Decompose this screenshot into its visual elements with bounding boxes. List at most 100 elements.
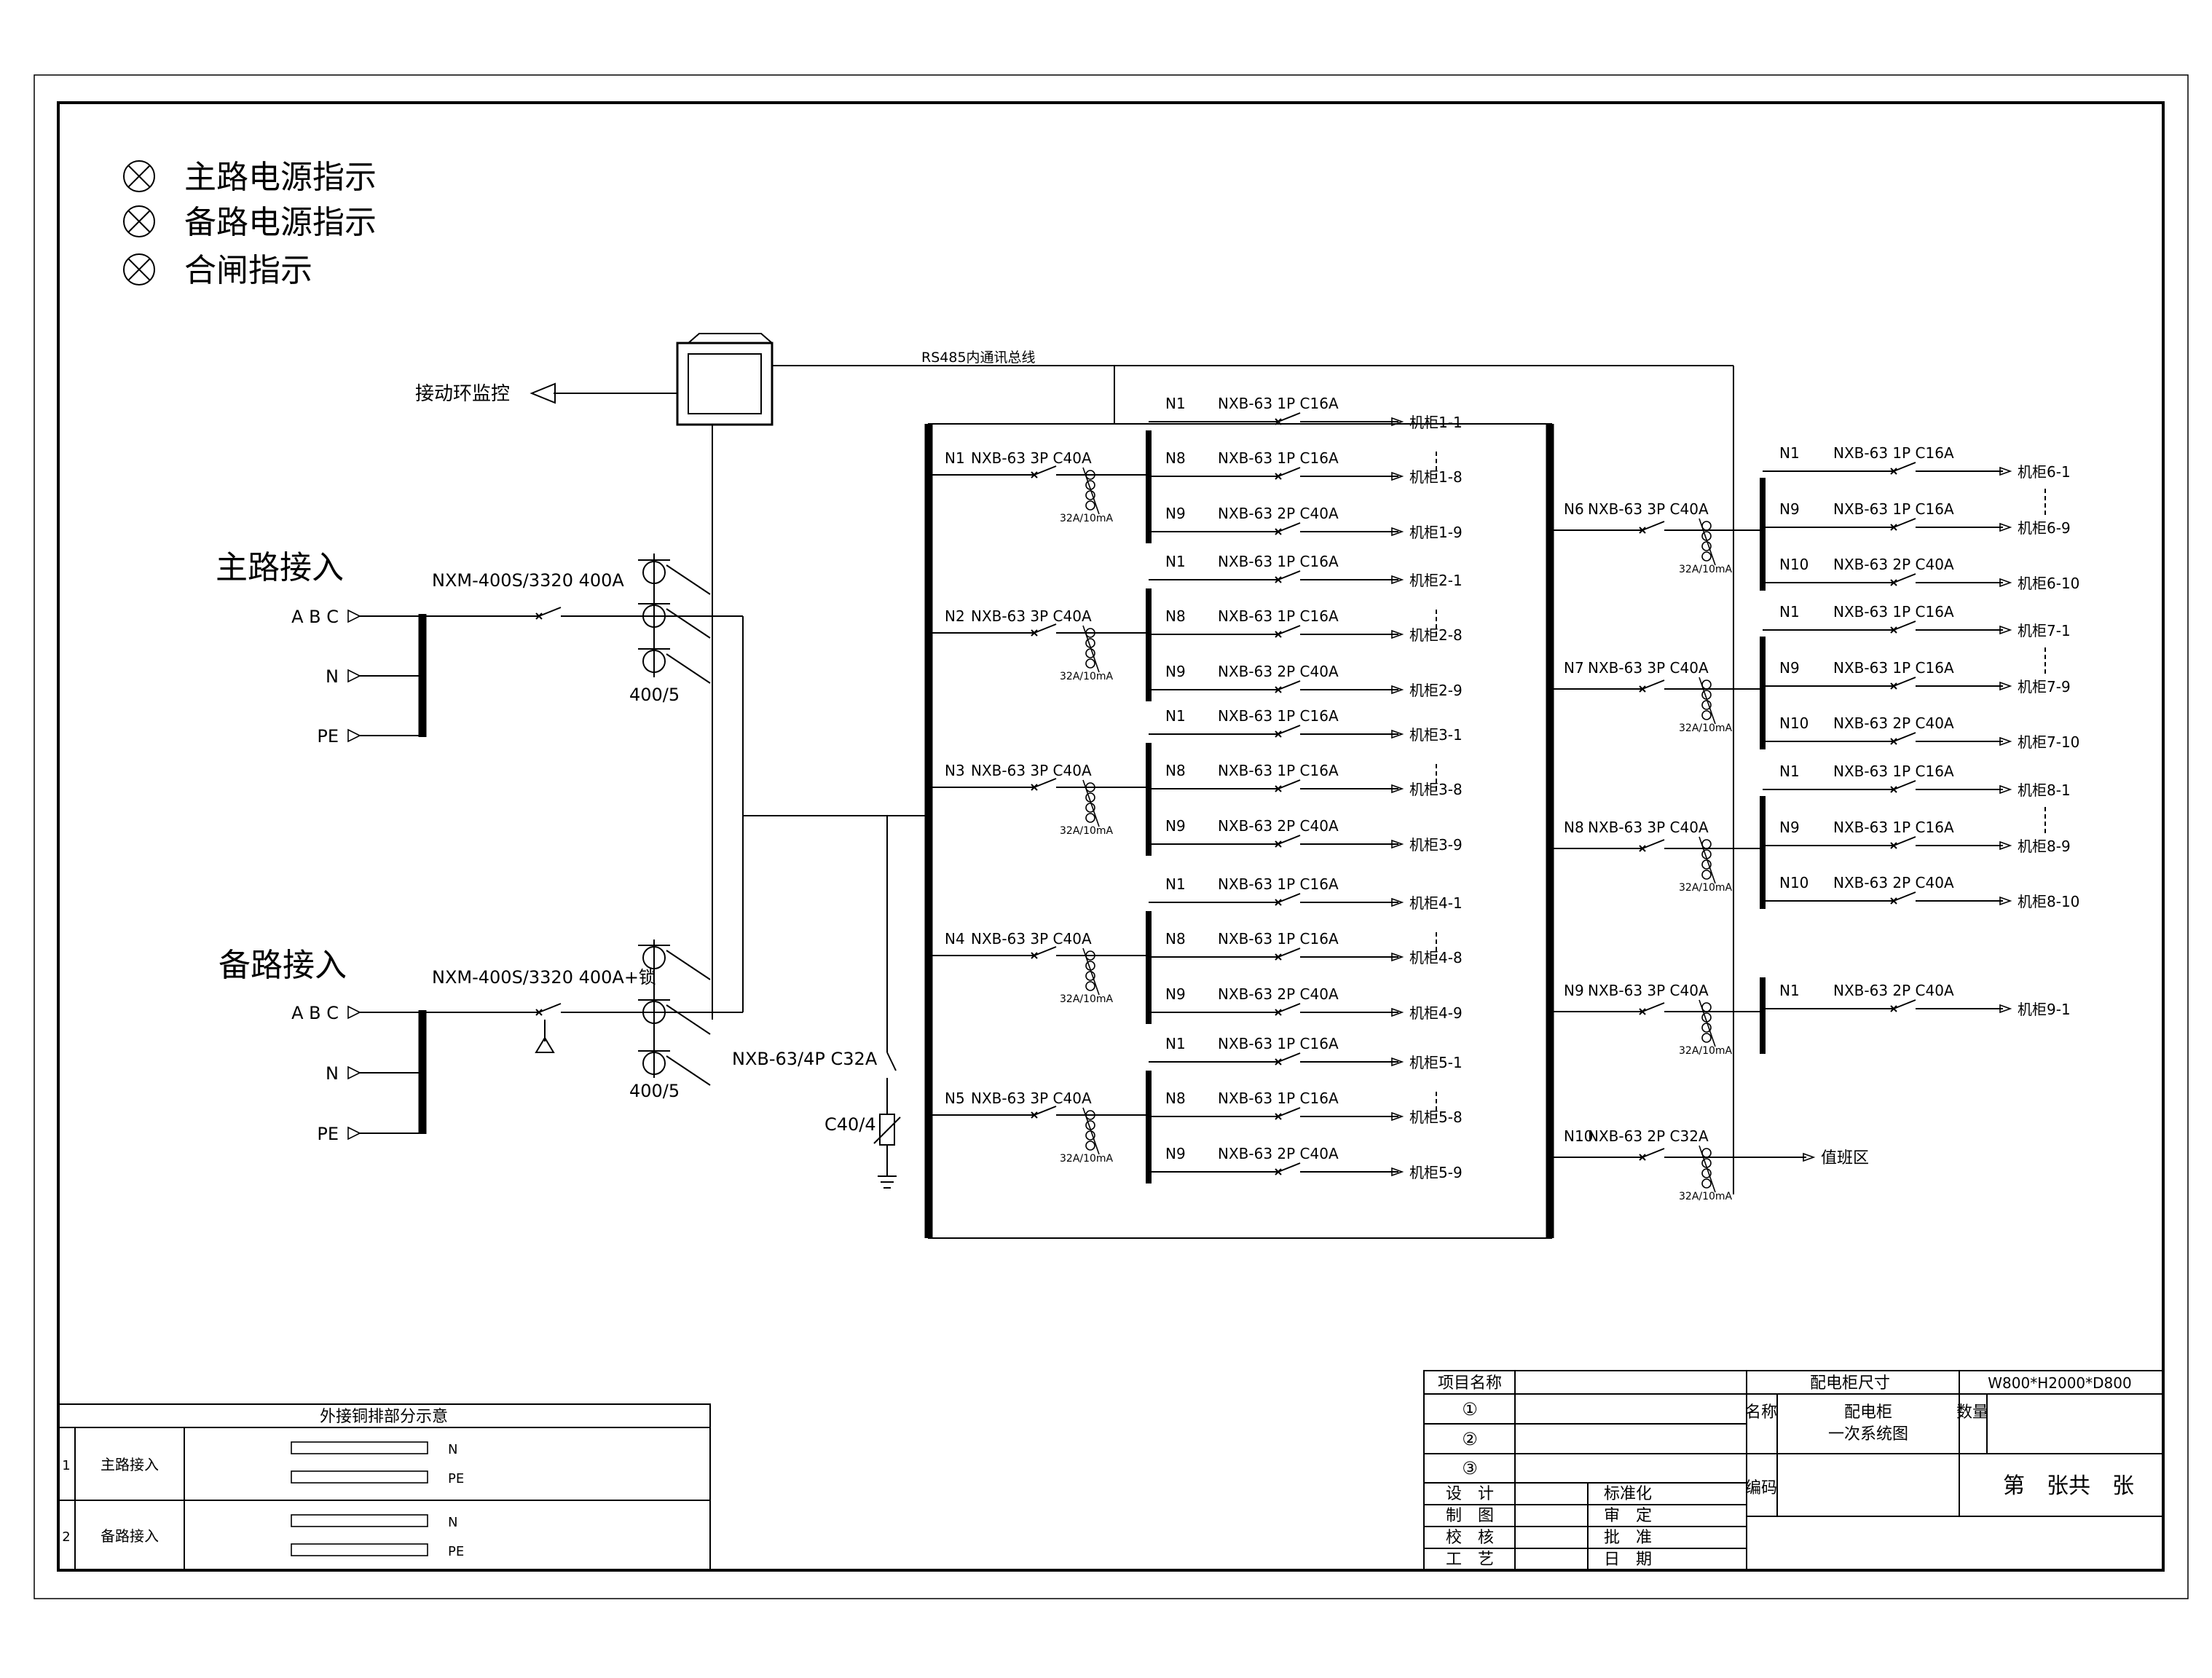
breaker-mark	[1275, 528, 1282, 535]
rcd-coil	[1701, 1178, 1712, 1189]
branch-id: N9	[1165, 1145, 1186, 1162]
copper-table	[58, 1403, 711, 1571]
rcd-trip	[1082, 1107, 1100, 1155]
branch-breaker	[1893, 732, 1916, 742]
load-label: 机柜3-8	[1409, 781, 1463, 798]
role-label: 审 定	[1604, 1507, 1652, 1525]
role-label: 制 图	[1446, 1507, 1494, 1525]
branch-breaker	[1893, 573, 1916, 583]
phase-label: A B C	[291, 607, 339, 627]
breaker-mark	[1275, 686, 1282, 693]
rcd-coil	[1701, 541, 1712, 551]
terminal-icon	[347, 609, 361, 623]
branch-id: N9	[1165, 505, 1186, 522]
monitor-body	[676, 342, 774, 426]
rcd-label: 32A/10mA	[1679, 564, 1733, 575]
row-number: 2	[62, 1529, 70, 1545]
role-label: 校 核	[1446, 1529, 1494, 1547]
indicator-lamp-icon	[123, 253, 155, 285]
arrow-right-icon	[1391, 784, 1404, 794]
lamp-cross	[127, 165, 151, 188]
breaker-mark	[1639, 845, 1646, 852]
phase-label: N	[326, 666, 339, 687]
branch-breaker-label: NXB-63 1P C16A	[1218, 762, 1339, 779]
branch-breaker	[1278, 680, 1301, 690]
branch-breaker	[1893, 780, 1916, 790]
branch-id: N1	[1165, 707, 1186, 725]
row-name: 备路接入	[101, 1527, 159, 1545]
rcd-coil	[1085, 1130, 1095, 1141]
rcd-icon	[1699, 999, 1716, 1047]
lock-icon	[535, 1036, 555, 1053]
copper-bar-icon	[291, 1441, 428, 1454]
feeder-breaker-label: NXB-63 2P C32A	[1588, 1127, 1709, 1145]
project-label: 项目名称	[1438, 1374, 1502, 1393]
rcd-label: 32A/10mA	[1060, 825, 1114, 837]
branch-id: N1	[1165, 553, 1186, 570]
rcd-coil	[1701, 1168, 1712, 1178]
arrow-right-icon	[1391, 897, 1404, 907]
rcd-coil	[1085, 803, 1095, 813]
load-label: 机柜1-8	[1409, 468, 1463, 486]
breaker-mark	[1275, 1113, 1282, 1120]
rcd-coil	[1085, 971, 1095, 981]
terminal-icon	[347, 1066, 361, 1080]
rcd-coil	[1085, 1141, 1095, 1151]
rcd-coil	[1701, 870, 1712, 880]
rcd-coil	[1701, 859, 1712, 870]
breaker-mark	[1031, 629, 1038, 637]
legend-label: 备路电源指示	[184, 204, 377, 241]
breaker-mark	[535, 612, 543, 620]
copper-bar-label: PE	[448, 1471, 464, 1486]
sheet-inner-border	[57, 101, 2165, 1572]
load-label: 机柜3-9	[1409, 836, 1463, 854]
load-label: 机柜1-9	[1409, 524, 1463, 541]
breaker-mark	[1639, 527, 1646, 534]
load-label: 机柜6-1	[2018, 463, 2071, 481]
rcd-icon	[1082, 779, 1100, 827]
branch-breaker	[1278, 570, 1301, 580]
branch-breaker	[1893, 999, 1916, 1009]
branch-breaker-label: NXB-63 1P C16A	[1218, 1090, 1339, 1107]
load-label: 机柜6-9	[2018, 519, 2071, 537]
backup-ct-label: 400/5	[629, 1081, 680, 1101]
rcd-label: 32A/10mA	[1060, 1153, 1114, 1165]
rcd-coil	[1701, 710, 1712, 720]
breaker-mark	[1890, 682, 1897, 690]
rcd-icon	[1082, 625, 1100, 673]
phase-label: PE	[317, 1124, 339, 1144]
feeder-id: N7	[1564, 659, 1584, 677]
main-breaker	[538, 607, 562, 617]
terminal-icon	[347, 728, 361, 743]
feeder-id: N2	[945, 607, 965, 625]
arrow-right-icon	[1391, 629, 1404, 639]
feeder-id: N6	[1564, 500, 1584, 518]
feeder-breaker	[1642, 1148, 1665, 1158]
ct-lead	[666, 950, 711, 980]
role-label: 批 准	[1604, 1529, 1652, 1547]
branch-id: N1	[1165, 875, 1186, 893]
monitor-label: 接动环监控	[415, 383, 510, 405]
sheet-outer-border	[34, 74, 2189, 1599]
branch-breaker	[1893, 836, 1916, 846]
branch-breaker	[1278, 1107, 1301, 1117]
rcd-icon	[1699, 1145, 1716, 1193]
rcd-coil	[1085, 648, 1095, 658]
feeder-breaker-label: NXB-63 3P C40A	[971, 607, 1092, 625]
role-label: 日 期	[1604, 1551, 1652, 1569]
rcd-trip	[1699, 518, 1716, 566]
feeder-breaker-label: NXB-63 3P C40A	[971, 762, 1092, 779]
terminal-icon	[347, 1005, 361, 1020]
feeder-id: N1	[945, 449, 965, 467]
arrow-right-icon	[1391, 729, 1404, 739]
breaker-mark	[1890, 738, 1897, 745]
feeder-breaker-label: NXB-63 3P C40A	[1588, 659, 1709, 677]
arrow-right-icon	[1391, 1057, 1404, 1067]
breaker-mark	[1275, 1168, 1282, 1175]
ct-lead	[666, 564, 711, 595]
arrow-right-icon	[1999, 784, 2012, 795]
arrow-right-icon	[1999, 681, 2012, 691]
branch-breaker	[1278, 467, 1301, 477]
load-label: 值班区	[1821, 1149, 1869, 1167]
